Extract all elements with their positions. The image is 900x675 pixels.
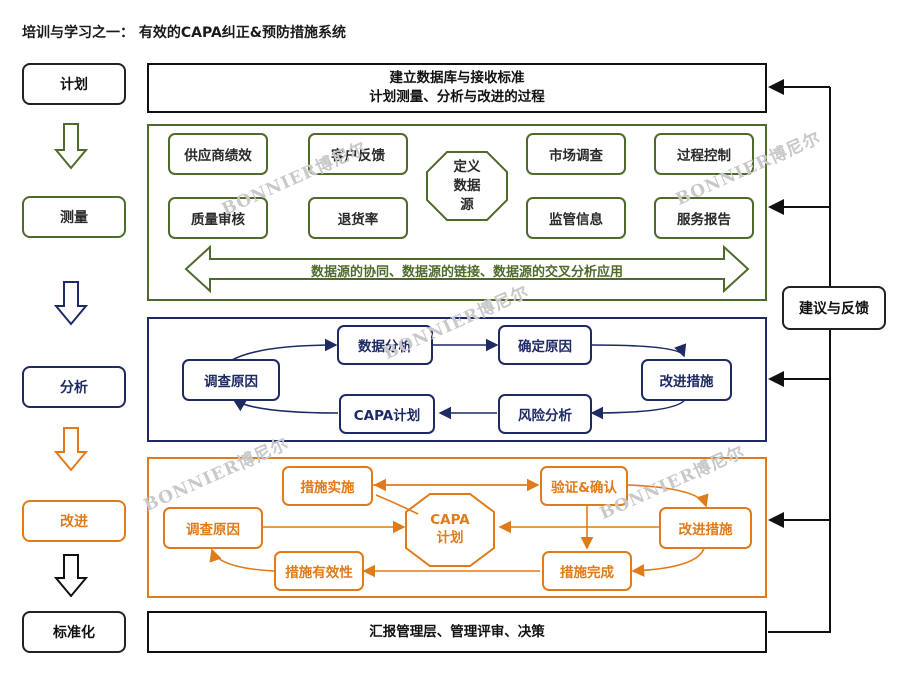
- center-line-1: 定义: [453, 159, 481, 175]
- analyze-capa-plan: CAPA计划: [339, 394, 435, 434]
- improve-measure-effectiveness: 措施有效性: [274, 551, 364, 591]
- center-line-2: 数据: [453, 178, 481, 194]
- improve-investigate-cause: 调查原因: [163, 507, 263, 549]
- stage-plan: 计划: [22, 63, 126, 105]
- flow-arrow-plan-measure: [53, 123, 89, 170]
- improve-improvement-measures: 改进措施: [659, 507, 752, 549]
- flow-arrow-analyze-improve: [53, 427, 89, 472]
- stage-analyze: 分析: [22, 366, 126, 408]
- capa-line-2: 计划: [436, 530, 464, 546]
- capa-plan-center-label: CAPA 计划: [406, 511, 494, 547]
- center-line-3: 源: [460, 197, 474, 213]
- plan-line-2: 计划测量、分析与改进的过程: [369, 89, 545, 105]
- flow-arrow-improve-standardize: [53, 554, 89, 598]
- feedback-line: [768, 87, 831, 633]
- flow-arrow-measure-analyze: [53, 281, 89, 326]
- standardize-panel: 汇报管理层、管理评审、决策: [147, 611, 767, 653]
- improve-verify-confirm: 验证&确认: [540, 466, 628, 506]
- feedback-box: 建议与反馈: [782, 286, 886, 330]
- define-data-source-label: 定义 数据 源: [427, 158, 507, 215]
- stage-standardize: 标准化: [22, 611, 126, 653]
- analyze-determine-cause: 确定原因: [498, 325, 592, 365]
- data-source-arrow-text: 数据源的协同、数据源的链接、数据源的交叉分析应用: [310, 265, 623, 280]
- source-service-report: 服务报告: [654, 197, 754, 239]
- source-supplier-performance: 供应商绩效: [168, 133, 268, 175]
- source-market-research: 市场调查: [526, 133, 626, 175]
- source-regulatory-info: 监管信息: [526, 197, 626, 239]
- stage-improve: 改进: [22, 500, 126, 542]
- plan-panel: 建立数据库与接收标准 计划测量、分析与改进的过程: [147, 63, 767, 113]
- improve-measure-complete: 措施完成: [542, 551, 632, 591]
- plan-line-1: 建立数据库与接收标准: [389, 70, 525, 86]
- improve-implement-measures: 措施实施: [282, 466, 373, 506]
- standardize-text: 汇报管理层、管理评审、决策: [369, 623, 545, 640]
- analyze-data-analysis: 数据分析: [337, 325, 433, 365]
- page-title: 培训与学习之一： 有效的CAPA纠正&预防措施系统: [22, 25, 347, 41]
- capa-line-1: CAPA: [430, 512, 470, 528]
- source-return-rate: 退货率: [308, 197, 408, 239]
- analyze-improvement-measures: 改进措施: [641, 359, 732, 401]
- analyze-risk-analysis: 风险分析: [498, 394, 592, 434]
- source-process-control: 过程控制: [654, 133, 754, 175]
- source-customer-feedback: 客户反馈: [308, 133, 408, 175]
- analyze-investigate-cause: 调查原因: [182, 359, 280, 401]
- stage-measure: 测量: [22, 196, 126, 238]
- source-quality-audit: 质量审核: [168, 197, 268, 239]
